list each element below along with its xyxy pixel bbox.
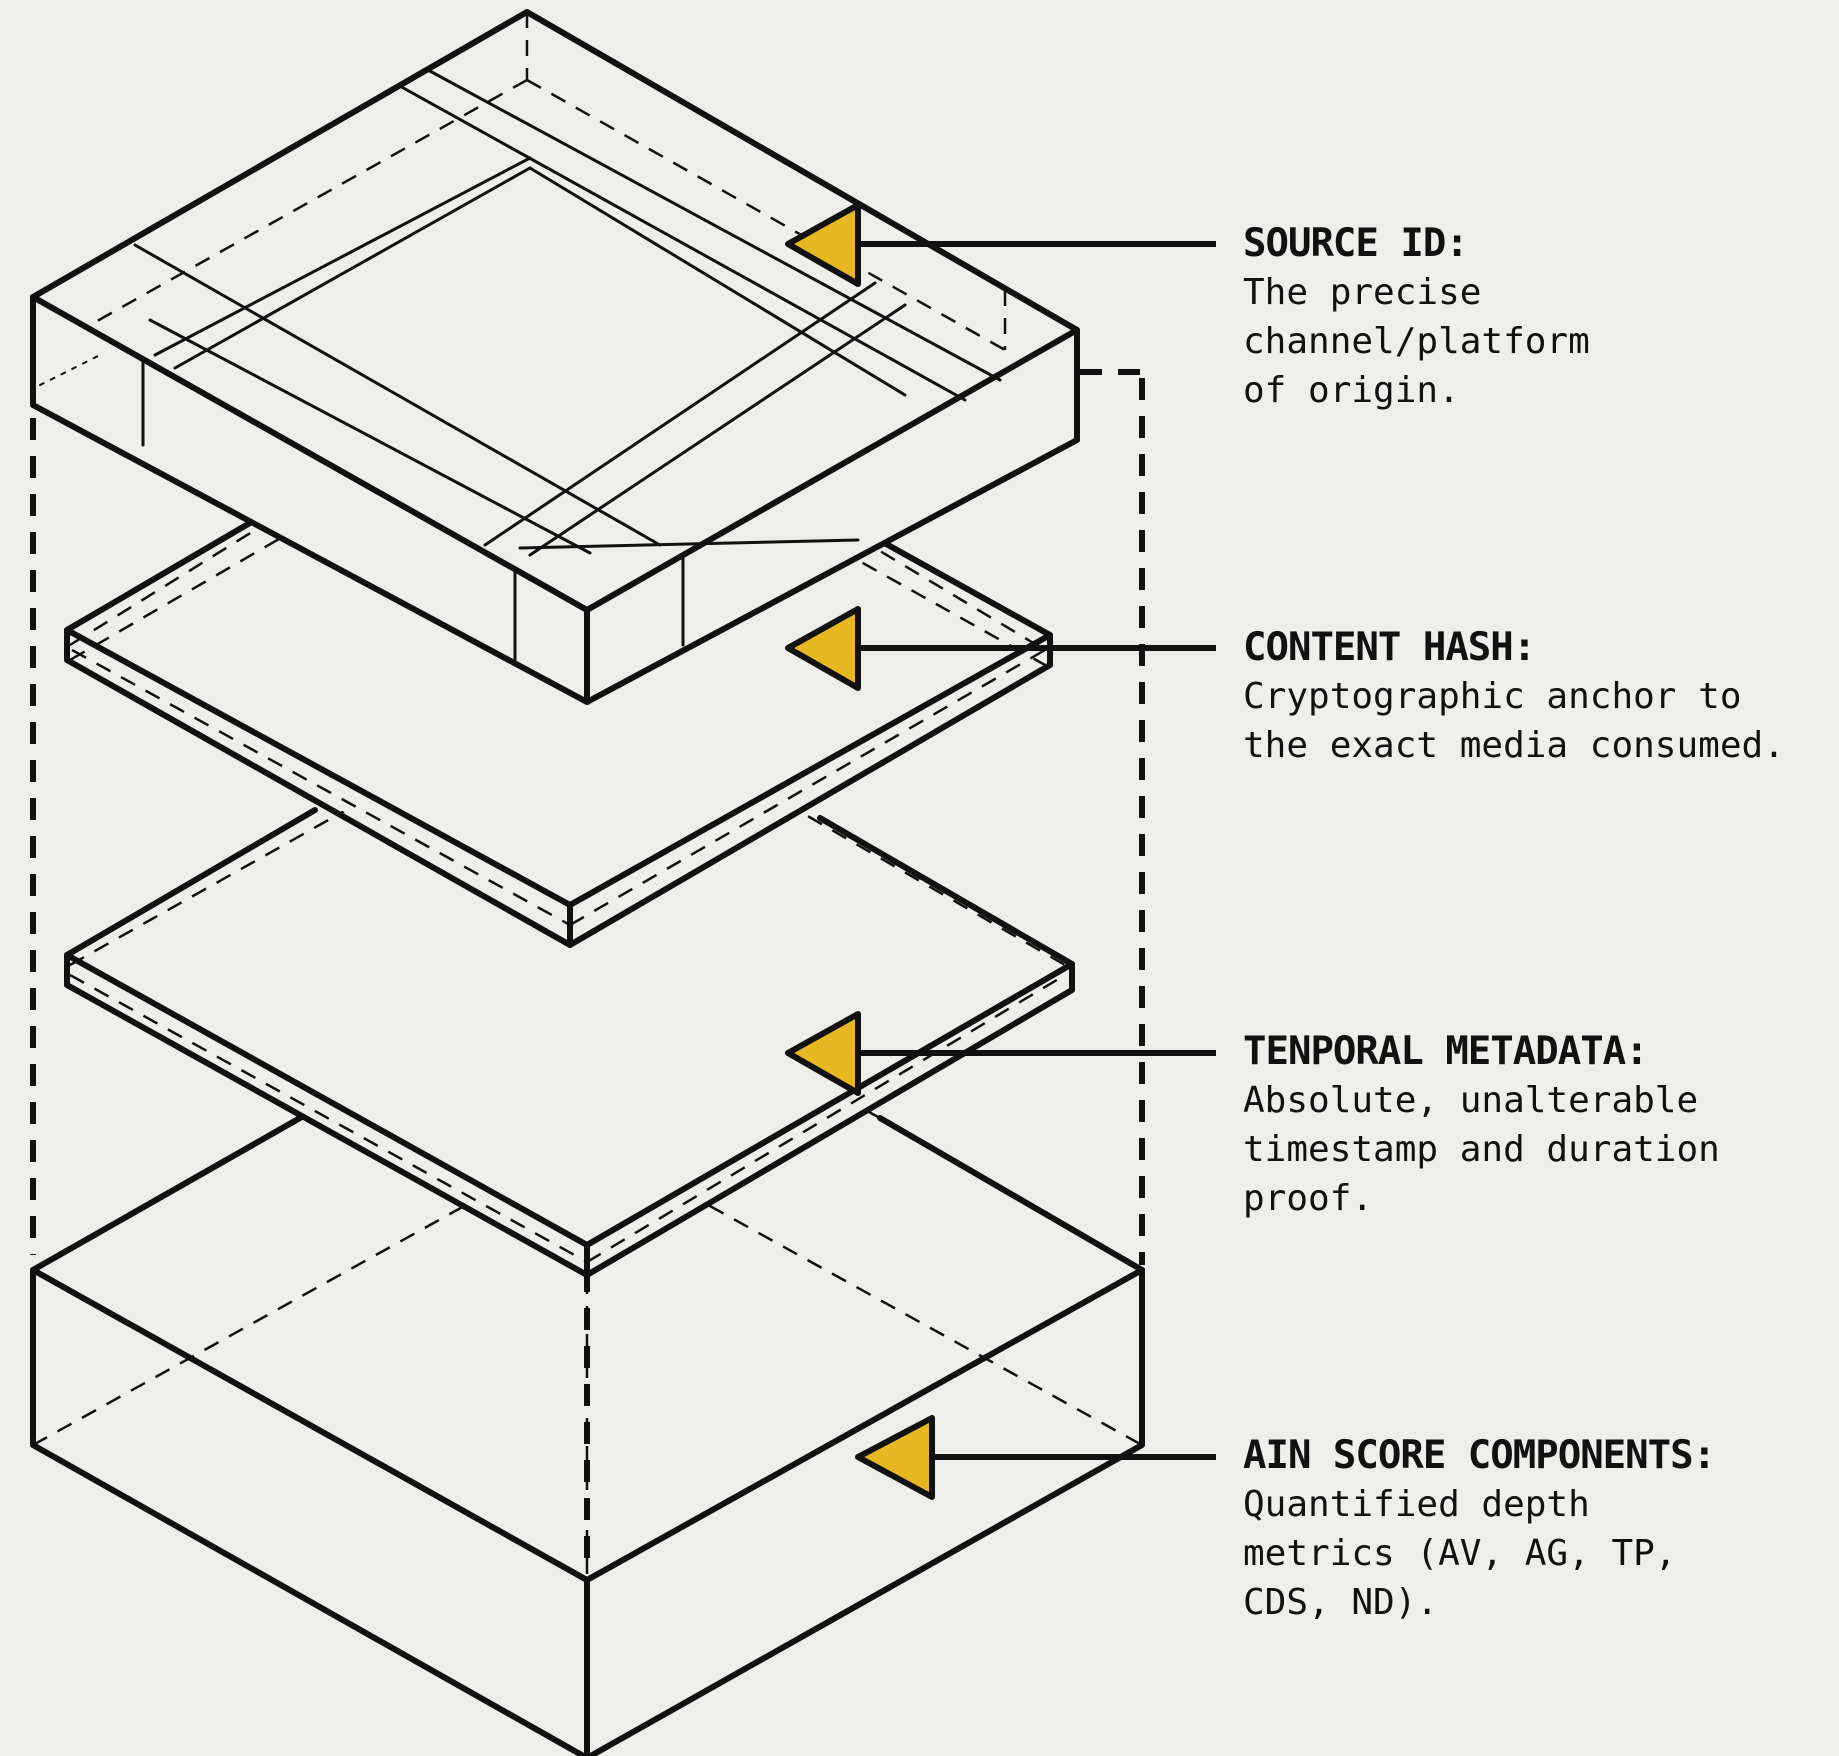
triangle-marker-icon <box>785 1011 861 1096</box>
callout-temporal-metadata: TENPORAL METADATA: Absolute, unalterable… <box>1243 1027 1833 1223</box>
callout-ain-score-components: AIN SCORE COMPONENTS: Quantified depth m… <box>1243 1431 1833 1627</box>
callout-description-line: metrics (AV, AG, TP, <box>1243 1533 1677 1574</box>
triangle-marker-icon <box>785 202 861 287</box>
callout-label: TENPORAL METADATA: <box>1243 1029 1649 1074</box>
callout-description-line: Quantified depth <box>1243 1484 1590 1525</box>
callout-description-line: channel/platform <box>1243 321 1590 362</box>
triangle-marker-icon <box>855 1415 935 1500</box>
guide-right-bracket <box>1080 369 1145 392</box>
callout-source-id: SOURCE ID: The precise channel/platform … <box>1243 219 1833 415</box>
callout-description-line: Cryptographic anchor to <box>1243 676 1742 717</box>
layer-base-block <box>30 958 1145 1756</box>
callout-description-line: of origin. <box>1243 370 1460 411</box>
callout-label: CONTENT HASH: <box>1243 625 1536 670</box>
callout-label: AIN SCORE COMPONENTS: <box>1243 1433 1716 1478</box>
callout-description-line: The precise <box>1243 272 1482 313</box>
layer-top-tray <box>30 9 1080 705</box>
callout-description-line: the exact media consumed. <box>1243 725 1785 766</box>
callout-description-line: Absolute, unalterable <box>1243 1080 1699 1121</box>
callout-label: SOURCE ID: <box>1243 221 1469 266</box>
callout-content-hash: CONTENT HASH: Cryptographic anchor to th… <box>1243 623 1833 770</box>
leader-lines <box>845 241 1216 1460</box>
triangle-marker-icon <box>785 606 861 691</box>
callout-description-line: timestamp and duration <box>1243 1129 1720 1170</box>
callout-description-line: CDS, ND). <box>1243 1582 1439 1623</box>
callout-description-line: proof. <box>1243 1178 1374 1219</box>
triangle-markers <box>785 202 935 1500</box>
layer-plate-lower <box>64 688 1075 1278</box>
